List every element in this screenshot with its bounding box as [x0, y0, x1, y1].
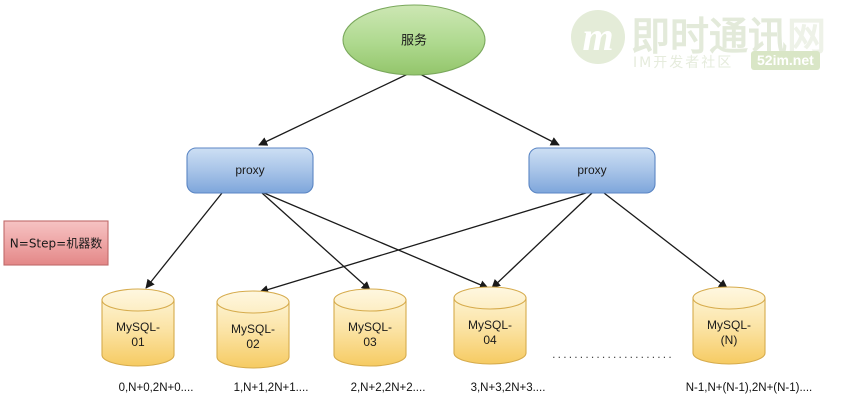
db-04-top	[453, 286, 527, 310]
db-03-top	[333, 288, 407, 312]
service-ellipse-shape	[342, 4, 486, 76]
db-node-04[interactable]: MySQL- 04	[453, 286, 527, 365]
edge-proxy-left-db-03	[261, 192, 371, 291]
edge-service-proxy-right	[415, 71, 560, 146]
db-n-top	[692, 286, 766, 310]
db-02-body	[216, 301, 290, 369]
edges-proxy-right-to-db	[259, 192, 728, 294]
db-ellipsis: ......................	[552, 347, 674, 361]
edges-service-to-proxy	[258, 71, 560, 146]
db-node-03[interactable]: MySQL- 03	[333, 288, 407, 367]
db-03-range: 2,N+2,2N+2....	[351, 382, 426, 394]
proxy-right-shape	[528, 147, 656, 194]
note-box[interactable]: N=Step=机器数	[3, 220, 109, 266]
db-01-top	[101, 288, 175, 312]
db-01-body	[101, 299, 175, 367]
proxy-left-node[interactable]: proxy	[186, 147, 314, 194]
edge-proxy-right-db-n	[603, 192, 728, 289]
edges-proxy-left-to-db	[145, 192, 489, 291]
proxy-right-label: proxy	[577, 163, 606, 177]
edge-proxy-left-db-01	[145, 192, 223, 289]
db-04-label-line2: 04	[483, 333, 497, 347]
db-02-top	[216, 290, 290, 314]
db-03-body	[333, 299, 407, 367]
proxy-left-label: proxy	[235, 163, 264, 177]
edge-proxy-right-db-02	[259, 192, 587, 294]
note-label: N=Step=机器数	[10, 236, 102, 251]
db-n-label-line2: (N)	[721, 333, 738, 347]
db-n-body	[692, 297, 766, 365]
db-01-range: 0,N+0,2N+0....	[119, 382, 194, 394]
db-node-01[interactable]: MySQL- 01	[101, 288, 175, 367]
proxy-left-shape	[186, 147, 314, 194]
service-label: 服务	[401, 33, 427, 49]
db-02-range: 1,N+1,2N+1....	[234, 382, 309, 394]
service-node[interactable]: 服务	[342, 4, 486, 76]
db-04-body	[453, 297, 527, 365]
db-03-label-line2: 03	[363, 335, 377, 349]
db-03-label-line1: MySQL-	[348, 320, 392, 334]
edge-proxy-right-db-04	[491, 192, 593, 289]
db-n-label-line1: MySQL-	[707, 318, 751, 332]
db-node-n[interactable]: MySQL- (N)	[692, 286, 766, 365]
db-node-02[interactable]: MySQL- 02	[216, 290, 290, 369]
db-n-range: N-1,N+(N-1),2N+(N-1)....	[686, 382, 813, 394]
edge-proxy-left-db-04	[263, 192, 489, 289]
db-04-label-line1: MySQL-	[468, 318, 512, 332]
db-01-label-line1: MySQL-	[116, 320, 160, 334]
note-box-shape	[3, 220, 109, 266]
db-01-label-line2: 01	[131, 335, 145, 349]
db-04-range: 3,N+3,2N+3....	[471, 382, 546, 394]
db-02-label-line2: 02	[246, 337, 260, 351]
proxy-right-node[interactable]: proxy	[528, 147, 656, 194]
db-02-label-line1: MySQL-	[231, 322, 275, 336]
edge-service-proxy-left	[258, 71, 413, 146]
